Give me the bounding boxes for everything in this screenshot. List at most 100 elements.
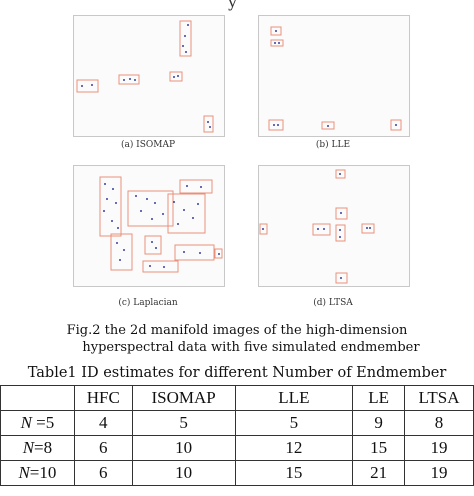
row-header: N =5 (0, 410, 75, 436)
cluster-box (174, 244, 215, 261)
data-point (366, 227, 368, 229)
data-point (184, 35, 186, 37)
data-point (119, 259, 121, 261)
cluster-box (270, 26, 282, 36)
cluster-box (118, 74, 140, 85)
data-point (162, 213, 164, 215)
data-point (200, 186, 202, 188)
cluster-box (268, 119, 284, 131)
table-cell: 10 (131, 435, 236, 461)
data-point (111, 220, 113, 222)
lle-scatter (268, 26, 402, 131)
data-point (104, 183, 106, 185)
data-point (173, 76, 175, 78)
cluster-box (361, 223, 375, 234)
data-point (199, 252, 201, 254)
data-point (112, 188, 114, 190)
header-cell: LTSA (404, 385, 474, 411)
table-row: N =5 4 5 5 9 8 (0, 410, 474, 436)
data-point (274, 42, 276, 44)
data-point (182, 45, 184, 47)
table-cell: 4 (73, 410, 133, 436)
id-estimates-table: HFC ISOMAP LLE LE LTSA N =5 4 5 5 9 8 N=… (0, 385, 474, 486)
cluster-box (167, 193, 206, 234)
cluster-box (76, 79, 99, 93)
data-point (339, 236, 341, 238)
table-cell: 21 (352, 460, 406, 486)
header-cell: LLE (234, 385, 354, 411)
data-point (123, 79, 125, 81)
table-cell: 15 (234, 460, 354, 486)
data-point (185, 51, 187, 53)
row-header: N=8 (0, 435, 75, 461)
panel-label-lle: (b) LLE (315, 140, 351, 150)
table-cell: 6 (73, 460, 133, 486)
panel-laplacian (73, 165, 225, 287)
table-cell: 5 (131, 410, 236, 436)
data-point (177, 75, 179, 77)
data-point (103, 210, 105, 212)
panel-label-ltsa: (d) LTSA (313, 298, 353, 308)
table-cell: 9 (352, 410, 406, 436)
figure-caption-line2: hyperspectral data with five simulated e… (82, 340, 420, 355)
laplacian-scatter (99, 176, 223, 273)
cluster-box (110, 233, 133, 271)
cluster-box (259, 223, 268, 235)
table-cell: 8 (404, 410, 474, 436)
top-clipped-text: y (0, 0, 474, 12)
data-point (186, 185, 188, 187)
table-cell: 19 (404, 460, 474, 486)
data-point (146, 198, 148, 200)
cluster-box (179, 179, 213, 194)
data-point (369, 227, 371, 229)
data-point (327, 125, 329, 127)
cluster-box (335, 224, 346, 242)
row-header: N=10 (0, 460, 75, 486)
header-cell: HFC (73, 385, 133, 411)
data-point (339, 173, 341, 175)
data-point (183, 251, 185, 253)
table-header-row: HFC ISOMAP LLE LE LTSA (0, 385, 474, 411)
panel-label-isomap: (a) ISOMAP (120, 140, 176, 150)
data-point (115, 202, 117, 204)
data-point (135, 195, 137, 197)
data-point (117, 227, 119, 229)
figure-caption-line1: Fig.2 the 2d manifold images of the high… (66, 323, 408, 338)
data-point (183, 209, 185, 211)
table-row: N=8 6 10 12 15 19 (0, 435, 474, 461)
cluster-box (127, 190, 174, 227)
data-point (129, 78, 131, 80)
ltsa-scatter (259, 169, 375, 284)
data-point (192, 217, 194, 219)
panel-label-laplacian: (c) Laplacian (118, 298, 178, 308)
data-point (154, 202, 156, 204)
data-point (106, 198, 108, 200)
table-caption: Table1 ID estimates for different Number… (27, 365, 447, 381)
data-point (81, 85, 83, 87)
cluster-box (144, 235, 162, 255)
cluster-box (335, 169, 346, 179)
data-point (218, 253, 220, 255)
data-point (140, 210, 142, 212)
data-point (151, 241, 153, 243)
cluster-box (179, 20, 192, 57)
table-cell: 15 (352, 435, 406, 461)
table-cell: 19 (404, 435, 474, 461)
cluster-box (312, 223, 331, 236)
panel-isomap (73, 15, 225, 137)
header-cell: ISOMAP (131, 385, 236, 411)
table-cell: 5 (234, 410, 354, 436)
data-point (262, 228, 264, 230)
header-cell (0, 385, 75, 411)
data-point (163, 266, 165, 268)
cluster-box (335, 207, 348, 220)
table-cell: 12 (234, 435, 354, 461)
cluster-box (203, 115, 214, 133)
data-point (134, 79, 136, 81)
table-cell: 6 (73, 435, 133, 461)
cluster-box (270, 39, 284, 47)
cluster-box (142, 260, 179, 273)
cluster-box (335, 272, 348, 284)
cluster-box (321, 121, 335, 130)
isomap-scatter (76, 20, 214, 133)
